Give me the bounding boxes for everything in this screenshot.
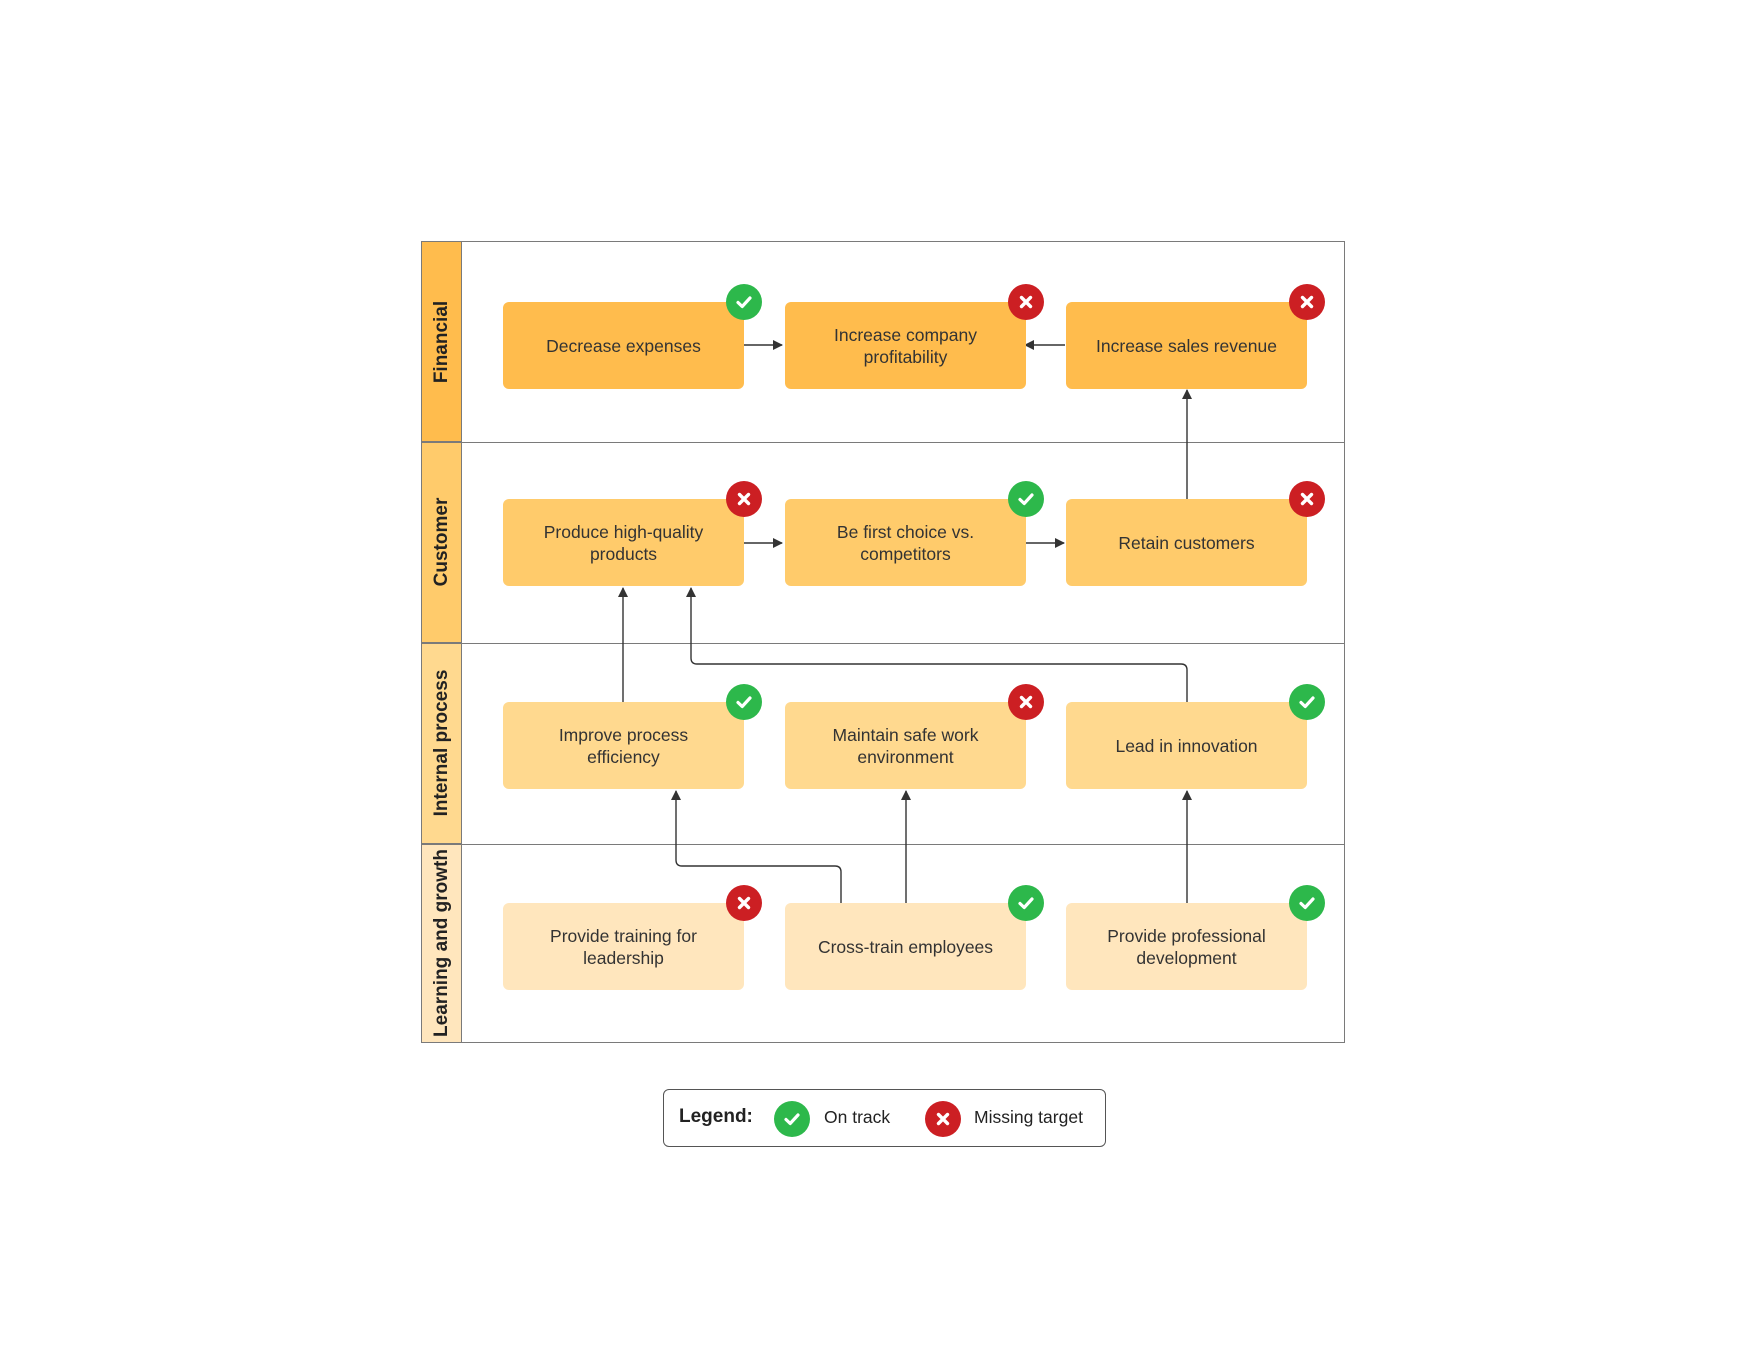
objective-label: Decrease expenses — [546, 335, 701, 356]
lane-financial-label: Financial — [430, 300, 452, 383]
objective-safe-work-environment[interactable]: Maintain safe work environment — [785, 702, 1026, 789]
objective-cross-train[interactable]: Cross-train employees — [785, 903, 1026, 990]
lane-customer-label: Customer — [430, 497, 452, 587]
objective-process-efficiency[interactable]: Improve process efficiency — [503, 702, 744, 789]
status-cross-icon — [726, 481, 762, 517]
objective-label: Improve process efficiency — [558, 724, 689, 767]
objective-first-choice[interactable]: Be first choice vs. competitors — [785, 499, 1026, 586]
status-cross-icon — [726, 885, 762, 921]
objective-label: Provide professional development — [1107, 925, 1266, 968]
objective-increase-sales-revenue[interactable]: Increase sales revenue — [1066, 302, 1307, 389]
lane-learning-label: Learning and growth — [430, 849, 452, 1037]
lane-internal-header: Internal process — [421, 643, 462, 844]
objective-label: Be first choice vs. competitors — [836, 521, 975, 564]
lane-divider — [421, 844, 1345, 845]
status-check-icon — [1289, 684, 1325, 720]
legend-missing-target-label: Missing target — [974, 1107, 1083, 1127]
status-check-icon — [1008, 885, 1044, 921]
objective-label: Retain customers — [1118, 532, 1255, 553]
objective-label: Increase company profitability — [834, 324, 977, 367]
objective-label: Lead in innovation — [1115, 735, 1258, 756]
legend-on-track-label: On track — [824, 1107, 891, 1127]
objective-label: Maintain safe work environment — [832, 724, 979, 767]
check-icon — [774, 1101, 810, 1137]
objective-increase-profitability[interactable]: Increase company profitability — [785, 302, 1026, 389]
objective-label: Increase sales revenue — [1096, 335, 1277, 356]
objective-label: Cross-train employees — [817, 936, 994, 957]
status-check-icon — [726, 684, 762, 720]
status-cross-icon — [1008, 684, 1044, 720]
objective-label: Provide training for leadership — [550, 925, 697, 968]
objective-produce-quality-products[interactable]: Produce high-quality products — [503, 499, 744, 586]
cross-icon — [925, 1101, 961, 1137]
lane-divider — [421, 442, 1345, 443]
status-cross-icon — [1008, 284, 1044, 320]
objective-label: Produce high-quality products — [543, 521, 704, 564]
status-cross-icon — [1289, 481, 1325, 517]
objective-lead-innovation[interactable]: Lead in innovation — [1066, 702, 1307, 789]
status-check-icon — [1289, 885, 1325, 921]
status-check-icon — [1008, 481, 1044, 517]
objective-training-leadership[interactable]: Provide training for leadership — [503, 903, 744, 990]
lane-internal-label: Internal process — [430, 669, 452, 817]
status-cross-icon — [1289, 284, 1325, 320]
lane-divider — [421, 643, 1345, 644]
objective-decrease-expenses[interactable]: Decrease expenses — [503, 302, 744, 389]
objective-retain-customers[interactable]: Retain customers — [1066, 499, 1307, 586]
objective-professional-development[interactable]: Provide professional development — [1066, 903, 1307, 990]
lane-financial-header: Financial — [421, 241, 462, 442]
legend: Legend: On track Missing target — [663, 1089, 1106, 1147]
status-check-icon — [726, 284, 762, 320]
lane-learning-header: Learning and growth — [421, 844, 462, 1043]
legend-title: Legend: — [679, 1106, 753, 1127]
lane-customer-header: Customer — [421, 442, 462, 643]
